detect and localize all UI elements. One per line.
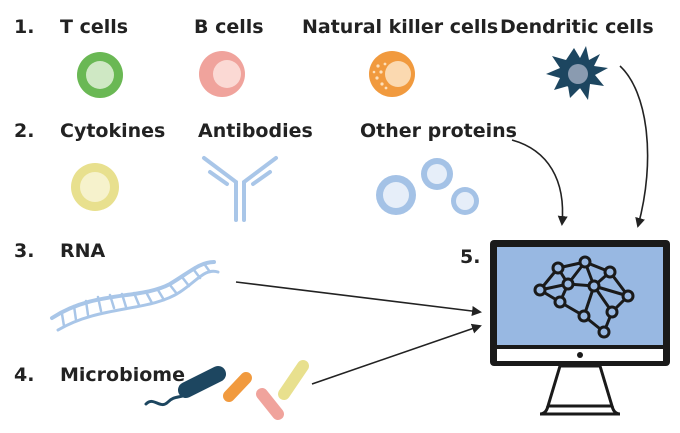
row-2-number: 2.	[14, 120, 35, 142]
arrow-rna-to-computer	[235, 281, 482, 316]
label-antibodies: Antibodies	[198, 120, 313, 142]
row-1-number: 1.	[14, 16, 35, 38]
arrow-microbiome-to-computer	[311, 323, 482, 385]
arrow-proteins-to-computer	[511, 139, 568, 226]
label-cytokines: Cytokines	[60, 120, 166, 142]
label-b-cells: B cells	[194, 16, 264, 38]
cytokine-icon	[71, 163, 119, 211]
row-4-number: 4.	[14, 364, 35, 386]
dendritic-cell-icon	[546, 46, 608, 100]
other-proteins-icon	[376, 158, 479, 215]
arrows	[235, 65, 649, 385]
computer-number: 5.	[460, 246, 481, 268]
label-rna: RNA	[60, 240, 106, 262]
label-microbiome: Microbiome	[60, 364, 185, 386]
row-3-number: 3.	[14, 240, 35, 262]
nk-cell-icon	[369, 51, 415, 97]
b-cell-icon	[199, 51, 245, 97]
microbiome-icon	[144, 360, 309, 420]
computer-icon	[490, 240, 670, 416]
label-t-cells: T cells	[60, 16, 129, 38]
t-cell-icon	[77, 52, 123, 98]
rna-icon	[50, 260, 220, 332]
label-other-proteins: Other proteins	[360, 120, 517, 142]
arrow-dendritic-to-computer	[619, 65, 649, 228]
label-nk-cells: Natural killer cells	[302, 16, 499, 38]
antibody-icon	[202, 156, 278, 222]
label-dendritic-cells: Dendritic cells	[500, 16, 654, 38]
